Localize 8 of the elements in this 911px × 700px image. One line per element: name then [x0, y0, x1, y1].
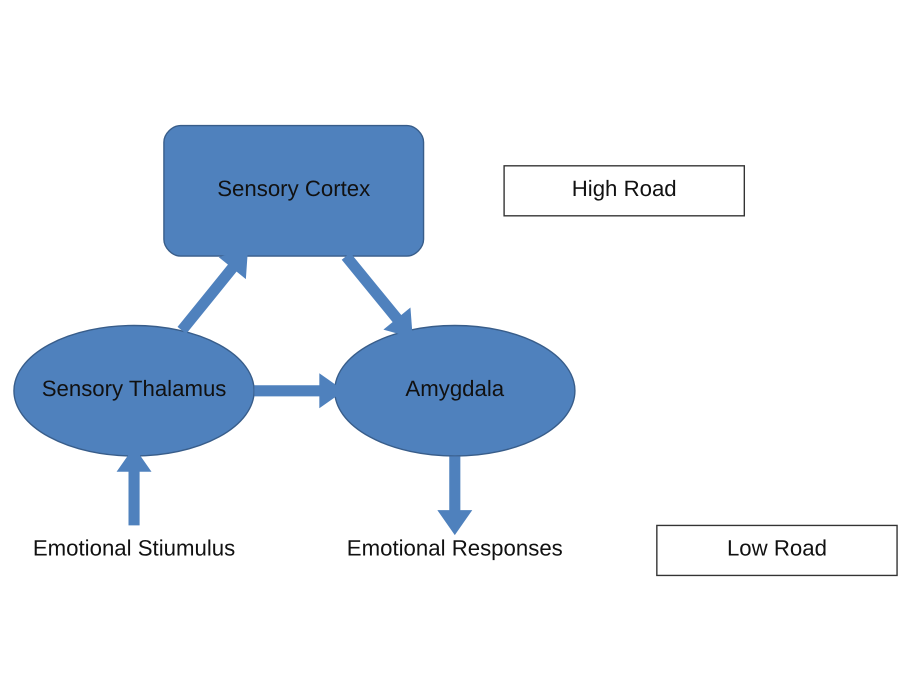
node-ellipse: Amygdala	[334, 324, 576, 456]
node-box: High Road	[503, 164, 746, 216]
arrow	[437, 456, 472, 535]
node-text: Emotional Stiumulus	[32, 535, 236, 560]
node-box: Sensory Cortex	[163, 124, 424, 256]
node-text: Emotional Responses	[346, 535, 563, 560]
node-ellipse: Sensory Thalamus	[13, 324, 255, 456]
node-box: Low Road	[656, 524, 898, 576]
